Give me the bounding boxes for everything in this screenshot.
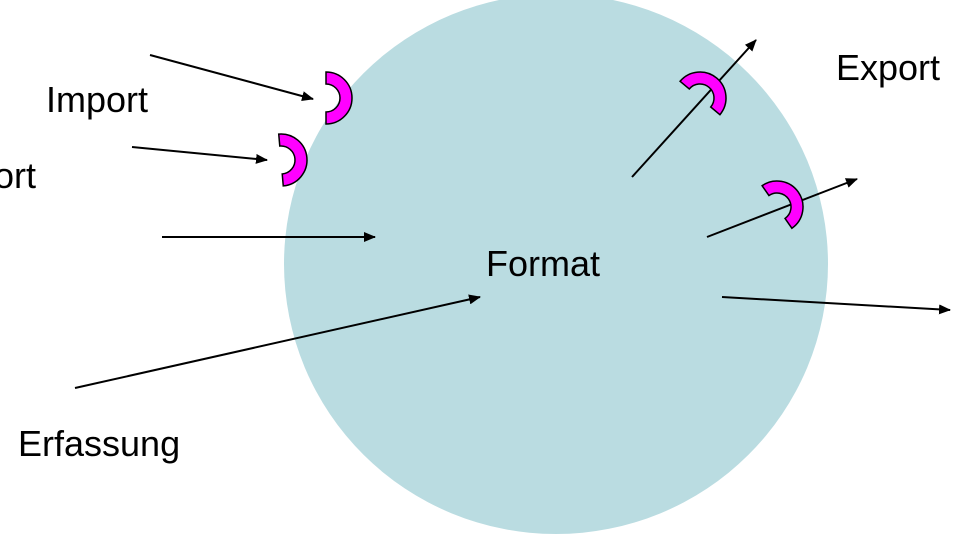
format-circle: [284, 0, 828, 534]
arrow-export-middle: [706, 178, 858, 238]
arrow-export-top: [631, 39, 757, 178]
plug-icon: [277, 133, 308, 187]
label-format: Format: [486, 243, 600, 284]
plug-icon: [325, 71, 353, 125]
arrow-erfassung: [74, 294, 481, 389]
plug-icon: [761, 180, 804, 230]
label-import: Import: [46, 79, 148, 120]
arrow-import-top: [149, 54, 314, 101]
label-erfassung: Erfassung: [18, 423, 180, 464]
arrow-export-bottom: [721, 296, 951, 315]
label-export: Export: [836, 47, 940, 88]
plug-icon: [679, 71, 727, 116]
arrow-import-second: [131, 146, 268, 164]
label-import-cut: ort: [0, 155, 36, 196]
